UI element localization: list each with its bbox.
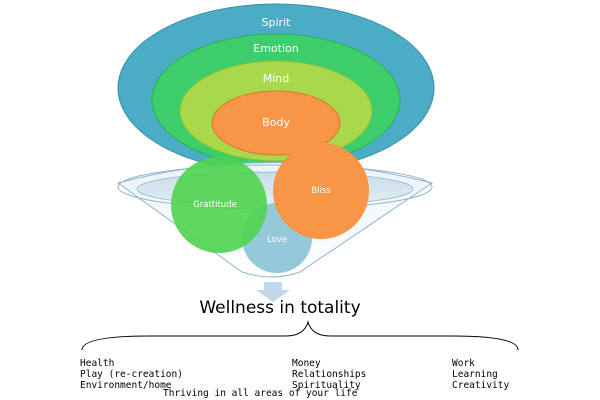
circle-bliss [273, 143, 369, 239]
area-relationships: Relationships [292, 369, 366, 380]
area-creativity: Creativity [452, 380, 509, 391]
label-love: Love [267, 235, 287, 245]
ring-label-spirit: Spirit [262, 16, 292, 29]
ring-label-mind: Mind [263, 72, 290, 85]
label-grattitude: Grattitude [193, 200, 237, 210]
headline: Wellness in totality [199, 298, 360, 318]
label-bliss: Bliss [311, 186, 331, 196]
area-learning: Learning [452, 369, 498, 380]
curly-brace [81, 320, 519, 351]
down-arrow-icon [256, 282, 290, 302]
area-environment: Environment/home [80, 380, 172, 391]
area-work: Work [452, 358, 475, 369]
areas-list: Health Play (re-creation) Environment/ho… [80, 358, 509, 399]
nested-rings: Spirit Emotion Mind Body [117, 3, 435, 173]
footer-thriving: Thriving in all areas of your life [163, 388, 358, 399]
ring-label-body: Body [262, 116, 290, 129]
area-money: Money [292, 358, 321, 369]
area-health: Health [80, 358, 114, 369]
area-play: Play (re-creation) [80, 369, 183, 380]
circle-grattitude [171, 157, 267, 253]
ring-label-emotion: Emotion [253, 42, 298, 55]
area-spirituality: Spirituality [292, 380, 361, 391]
funnel: Grattitude Bliss Love [116, 143, 434, 302]
ring-body [211, 90, 341, 156]
